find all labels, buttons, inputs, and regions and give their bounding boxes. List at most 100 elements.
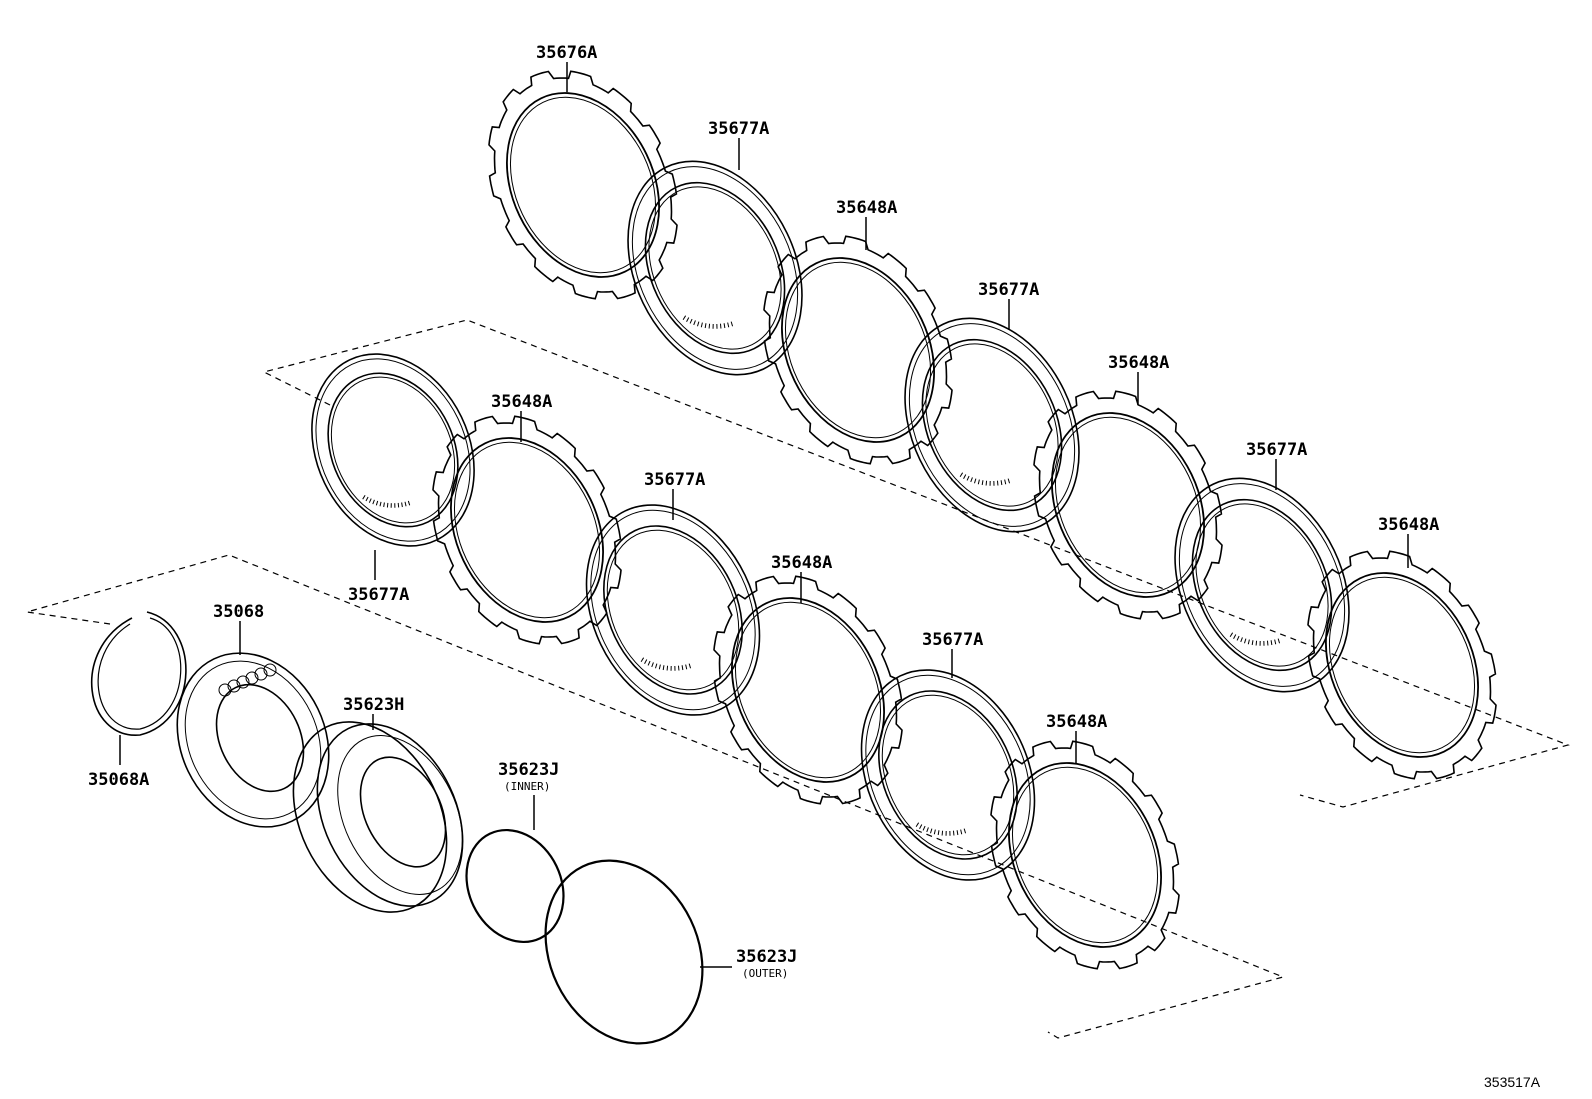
- disc-11-outer-edge: [865, 674, 1031, 876]
- plate-12-bore-edge: [1011, 766, 1159, 944]
- plate-0-teeth: [488, 70, 678, 300]
- disc-1-spline: [704, 323, 707, 329]
- disc-5-inner-edge: [1195, 503, 1329, 667]
- disc-5-spline: [1277, 638, 1281, 644]
- part-label-2: 35648A: [836, 198, 897, 218]
- disc-7-spline: [375, 500, 379, 506]
- disc-5-spline: [1247, 639, 1250, 645]
- piston-face: [316, 723, 464, 907]
- disc-1-spline: [689, 318, 693, 324]
- disc-11-spline: [926, 827, 929, 833]
- disc-7-spline: [372, 499, 375, 505]
- snap-ring: [90, 611, 187, 736]
- plate-10-teeth: [713, 575, 903, 805]
- disc-9-spline: [644, 659, 648, 664]
- plate-0-bore: [506, 92, 660, 278]
- friction-disc-5: [1174, 477, 1350, 693]
- part-label-1: 35677A: [708, 119, 769, 139]
- disc-5-spline: [1233, 634, 1237, 639]
- friction-disc-7: [311, 353, 475, 547]
- disc-11-spline: [919, 824, 923, 829]
- part-label-8: 35648A: [491, 392, 552, 412]
- disc-9-outer: [585, 504, 761, 716]
- disc-3-outer-edge: [908, 323, 1076, 527]
- disc-5-spline: [1270, 640, 1273, 646]
- disc-9-spline: [685, 664, 688, 670]
- plate-6-bore: [1325, 572, 1479, 758]
- disc-7-spline: [407, 500, 411, 506]
- part-label-11: 35677A: [922, 630, 983, 650]
- plate-10-bore-edge: [734, 601, 882, 779]
- disc-7-inner: [327, 372, 459, 528]
- plate-6-teeth: [1307, 550, 1497, 780]
- o-ring-outer-shape: [544, 859, 704, 1045]
- disc-11-spline: [960, 829, 963, 835]
- disc-3-spline: [981, 480, 984, 486]
- plate-4-teeth: [1033, 390, 1223, 620]
- o-ring-outer: [544, 859, 704, 1045]
- disc-11-spline: [933, 829, 936, 835]
- disc-1-outer-edge: [631, 166, 799, 370]
- part-label-7: 35677A: [348, 585, 409, 605]
- plate-2-bore: [781, 257, 935, 443]
- plate-4-bore-edge: [1054, 416, 1202, 594]
- disc-3-outer: [904, 317, 1080, 533]
- friction-disc-9: [585, 504, 761, 716]
- diagram-code: 353517A: [1484, 1074, 1541, 1090]
- disc-11-spline: [922, 825, 926, 831]
- o-ring-inner: [465, 828, 565, 944]
- disc-5-inner: [1191, 498, 1333, 672]
- disc-1-spline: [682, 315, 687, 321]
- disc-11-spline: [956, 830, 959, 836]
- disc-3-spline: [1004, 479, 1007, 485]
- disc-11-spline: [963, 828, 967, 834]
- upper-group-outline: [262, 319, 1570, 808]
- steel-plate-12: [990, 740, 1180, 970]
- disc-3-spline: [1007, 478, 1011, 484]
- steel-plate-10: [713, 575, 903, 805]
- disc-7-inner-edge: [330, 376, 456, 524]
- spring-coil: [227, 679, 241, 693]
- disc-5-outer-edge: [1178, 483, 1346, 687]
- disc-7-spline: [365, 496, 369, 502]
- piston-bore: [359, 756, 447, 868]
- spring-coil: [263, 663, 277, 677]
- disc-9-spline: [655, 663, 658, 669]
- disc-9-spline: [662, 665, 665, 671]
- snap-ring-inner: [97, 617, 182, 730]
- friction-disc-3: [904, 317, 1080, 533]
- piston: [292, 721, 464, 913]
- plate-2-teeth: [763, 235, 953, 465]
- disc-9-spline: [681, 665, 684, 671]
- disc-3-spline: [974, 478, 977, 484]
- piston-step: [337, 735, 463, 895]
- disc-7-spline: [383, 502, 385, 508]
- disc-9-inner-edge: [606, 529, 740, 691]
- part-label-12: 35648A: [1046, 712, 1107, 732]
- disc-11-spline: [915, 822, 920, 828]
- disc-9-spline: [688, 663, 692, 669]
- disc-11-spline: [937, 830, 940, 836]
- plate-6-bore-edge: [1328, 576, 1476, 754]
- part-label-10: 35648A: [771, 553, 832, 573]
- disc-3-inner: [921, 338, 1063, 512]
- disc-7-spline: [368, 498, 372, 503]
- plate-12-teeth: [990, 740, 1180, 970]
- spring-coil: [218, 683, 232, 697]
- part-label-16-sub: (INNER): [504, 780, 550, 793]
- disc-1-spline: [697, 321, 700, 327]
- disc-5-spline: [1236, 635, 1240, 641]
- plate-0-bore-edge: [509, 96, 657, 274]
- disc-5-spline: [1240, 637, 1243, 643]
- part-label-15: 35623H: [343, 695, 404, 715]
- disc-1-inner: [644, 181, 786, 355]
- disc-5-spline: [1244, 638, 1247, 644]
- disc-11-spline: [930, 828, 933, 834]
- part-label-0: 35676A: [536, 43, 597, 63]
- part-label-9: 35677A: [644, 470, 705, 490]
- plate-8-bore-edge: [453, 441, 601, 619]
- plate-4-bore: [1051, 412, 1205, 598]
- lower-group-outline: [26, 554, 1285, 1039]
- part-label-13: 35068: [213, 602, 264, 622]
